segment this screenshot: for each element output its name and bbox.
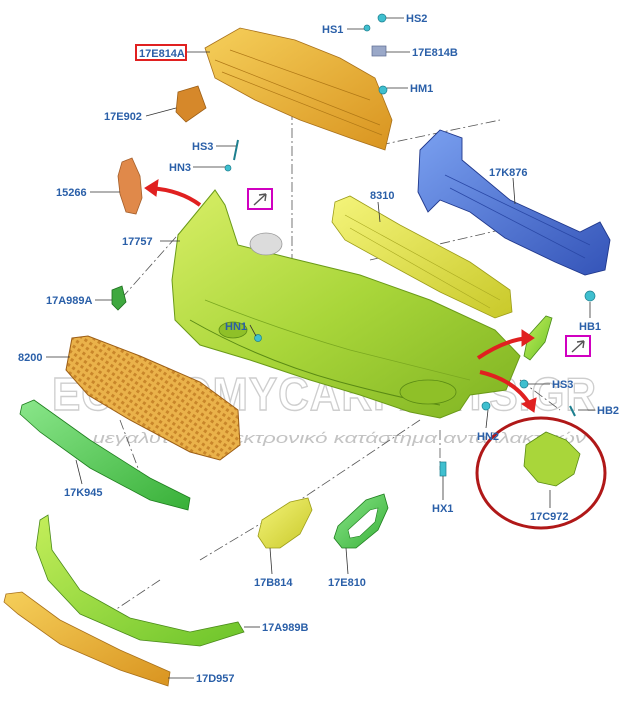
label-17K876[interactable]: 17K876 xyxy=(489,167,528,179)
label-17C972[interactable]: 17C972 xyxy=(530,511,569,523)
part-17E902[interactable] xyxy=(175,85,207,123)
label-17E902[interactable]: 17E902 xyxy=(104,111,142,123)
part-15266[interactable] xyxy=(117,157,143,215)
clip-HN1-icon[interactable] xyxy=(254,334,262,342)
label-HB1[interactable]: HB1 xyxy=(579,321,601,333)
arrow-to-15266-icon xyxy=(149,186,202,207)
label-HS3-right[interactable]: HS3 xyxy=(552,379,573,391)
side-trim-right[interactable] xyxy=(523,315,553,361)
lower-lip-17A989B[interactable] xyxy=(35,514,245,647)
reinforcement-beam-17K876[interactable] xyxy=(417,129,611,276)
label-17E810[interactable]: 17E810 xyxy=(328,577,366,589)
label-8310[interactable]: 8310 xyxy=(370,190,394,202)
callout-arrow-right-icon xyxy=(571,340,585,353)
label-15266[interactable]: 15266 xyxy=(56,187,87,199)
label-HN2[interactable]: HN2 xyxy=(477,431,499,443)
energy-absorber-8310[interactable] xyxy=(331,195,513,319)
arrowhead-15266-icon xyxy=(144,179,159,197)
magenta-callouts xyxy=(247,188,591,357)
clip-HN2-icon[interactable] xyxy=(481,401,491,411)
label-17A989B[interactable]: 17A989B xyxy=(262,622,309,634)
bolt-HB1-icon[interactable] xyxy=(584,290,596,302)
clip-HS1-icon[interactable] xyxy=(363,24,371,32)
fog-surround-17E810[interactable] xyxy=(333,493,389,549)
highlight-box-17E814A xyxy=(135,44,187,61)
part-17A989A[interactable] xyxy=(111,285,127,311)
bracket-17C972[interactable] xyxy=(523,431,581,487)
clip-HN3-icon[interactable] xyxy=(224,164,232,172)
label-17B814[interactable]: 17B814 xyxy=(254,577,293,589)
label-17E814A[interactable]: 17E814A xyxy=(139,48,185,60)
label-17K945[interactable]: 17K945 xyxy=(64,487,103,499)
arrowhead-17C972-icon xyxy=(520,397,537,413)
bracket-17E814B-icon[interactable] xyxy=(371,45,387,57)
label-HS1[interactable]: HS1 xyxy=(322,24,343,36)
label-HN3[interactable]: HN3 xyxy=(169,162,191,174)
label-HS2[interactable]: HS2 xyxy=(406,13,427,25)
label-17757[interactable]: 17757 xyxy=(122,236,153,248)
callout-arrow-top-icon xyxy=(253,193,267,206)
leader-lines xyxy=(46,17,595,679)
clip-HS3-right-icon[interactable] xyxy=(519,379,529,389)
label-HX1[interactable]: HX1 xyxy=(432,503,453,515)
clip-HS2-icon[interactable] xyxy=(377,13,387,23)
lower-strip-17K945[interactable] xyxy=(19,399,191,511)
label-17D957[interactable]: 17D957 xyxy=(196,673,235,685)
arrow-to-17C972-icon xyxy=(479,370,532,407)
radiator-grille-8200[interactable] xyxy=(65,335,241,461)
clip-HM1-icon[interactable] xyxy=(378,85,388,95)
screw-HX1-icon[interactable] xyxy=(439,461,447,477)
watermark-tagline: το μεγαλύτερο ηλεκτρονικό κατάστημα αντα… xyxy=(66,430,587,447)
label-17A989A[interactable]: 17A989A xyxy=(46,295,93,307)
part-labels: 17E814A HS1 HS2 17E814B HM1 17E902 HS3 H… xyxy=(18,13,619,685)
spoiler-17D957[interactable] xyxy=(3,591,171,687)
label-HN1[interactable]: HN1 xyxy=(225,321,247,333)
label-HM1[interactable]: HM1 xyxy=(410,83,433,95)
fog-cover-17B814[interactable] xyxy=(257,497,313,549)
highlight-circle xyxy=(475,416,607,530)
front-bumper-17757[interactable] xyxy=(171,189,521,419)
label-HB2[interactable]: HB2 xyxy=(597,405,619,417)
screw-HS3-icon[interactable] xyxy=(233,139,239,161)
label-8200[interactable]: 8200 xyxy=(18,352,42,364)
upper-bracket-17E814A[interactable] xyxy=(204,27,393,151)
emblem-disc[interactable] xyxy=(249,232,283,256)
label-17E814B[interactable]: 17E814B xyxy=(412,47,458,59)
arrowhead-side-trim-icon xyxy=(521,329,535,347)
red-arrows xyxy=(144,179,537,413)
label-HS3-top[interactable]: HS3 xyxy=(192,141,213,153)
bolt-HB2-icon[interactable] xyxy=(569,405,576,417)
